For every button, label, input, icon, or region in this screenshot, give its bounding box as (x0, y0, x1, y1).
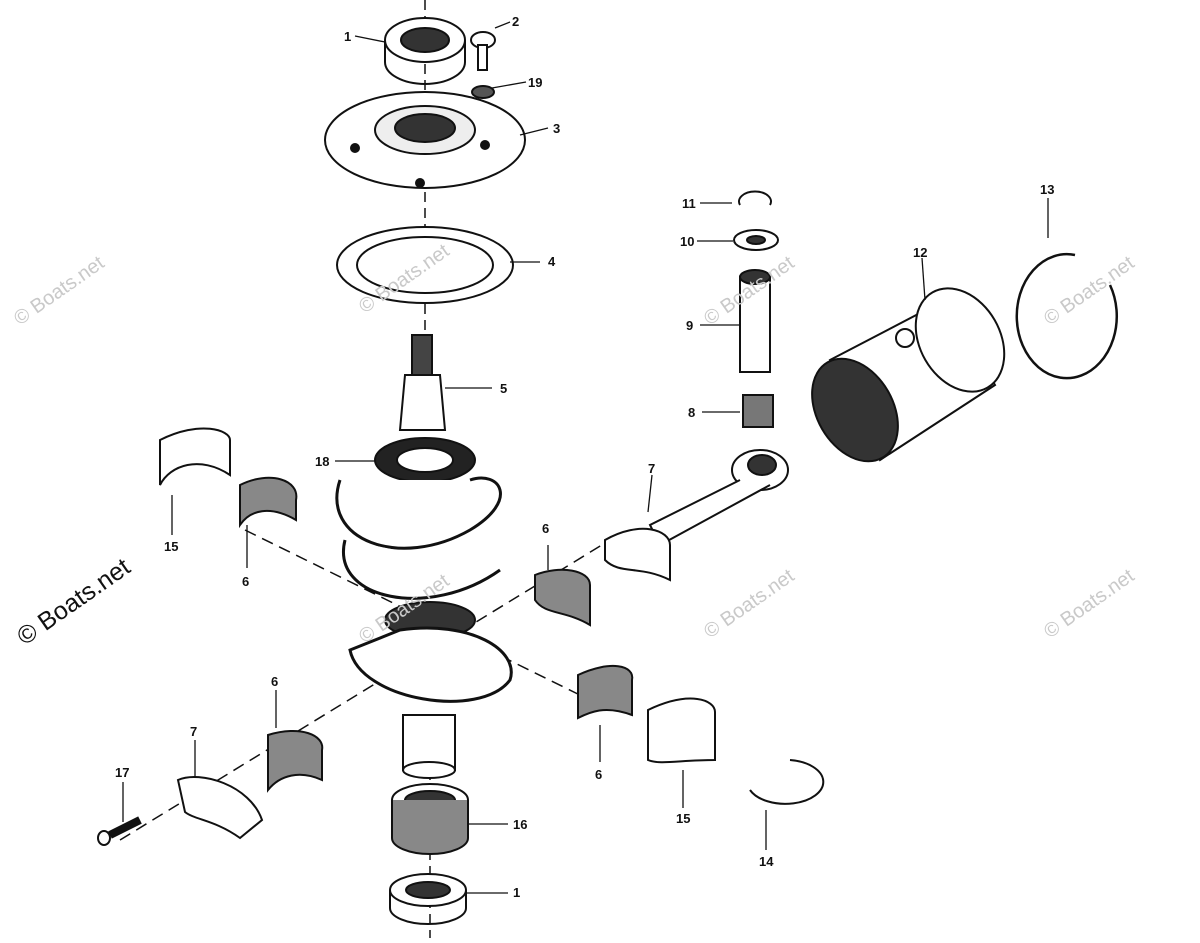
retaining-ring (749, 759, 825, 805)
needle-cage-3 (577, 664, 634, 720)
bearing-shell-right (647, 697, 716, 764)
thrust-washer (733, 229, 779, 251)
callout-1-bottom: 1 (513, 885, 521, 900)
oil-seal-top (384, 17, 466, 85)
callout-2: 2 (512, 14, 520, 29)
roller-bearing (391, 783, 469, 855)
wrist-pin-clip (738, 190, 772, 206)
callout-15-right: 15 (676, 811, 691, 826)
needle-bearing (742, 394, 774, 428)
callout-5: 5 (500, 381, 508, 396)
callout-4: 4 (548, 254, 556, 269)
callout-6-d: 6 (595, 767, 603, 782)
gasket (336, 226, 514, 304)
callout-10: 10 (680, 234, 695, 249)
crankshaft (335, 334, 513, 779)
needle-cage-4 (267, 730, 324, 793)
callout-18: 18 (315, 454, 330, 469)
needle-cage-2 (534, 568, 591, 627)
screw (470, 31, 496, 71)
callout-13: 13 (1040, 182, 1055, 197)
callout-1-top: 1 (344, 29, 352, 44)
callout-12: 12 (913, 245, 928, 260)
callout-6-c: 6 (271, 674, 279, 689)
callout-6-a: 6 (242, 574, 250, 589)
callout-7-rod: 7 (648, 461, 656, 476)
callout-6-b: 6 (542, 521, 550, 536)
bearing-shell-left (159, 427, 231, 486)
callout-14: 14 (759, 854, 774, 869)
callout-19: 19 (528, 75, 543, 90)
callout-16: 16 (513, 817, 528, 832)
callout-7-cap: 7 (190, 724, 198, 739)
rod-bolt (97, 816, 142, 846)
oil-seal-bottom (389, 873, 467, 925)
callout-17: 17 (115, 765, 130, 780)
callout-9: 9 (686, 318, 694, 333)
callout-11: 11 (682, 196, 696, 211)
bearing-retainer-plate (324, 91, 526, 189)
connecting-rod (604, 449, 789, 582)
piston (811, 287, 1006, 463)
callout-3: 3 (553, 121, 561, 136)
callout-15-left: 15 (164, 539, 179, 554)
lock-washer (471, 85, 495, 99)
piston-ring (1015, 252, 1119, 380)
wrist-pin (739, 269, 771, 373)
callout-8: 8 (688, 405, 696, 420)
needle-cage-1 (239, 476, 298, 529)
rod-cap (176, 775, 264, 840)
